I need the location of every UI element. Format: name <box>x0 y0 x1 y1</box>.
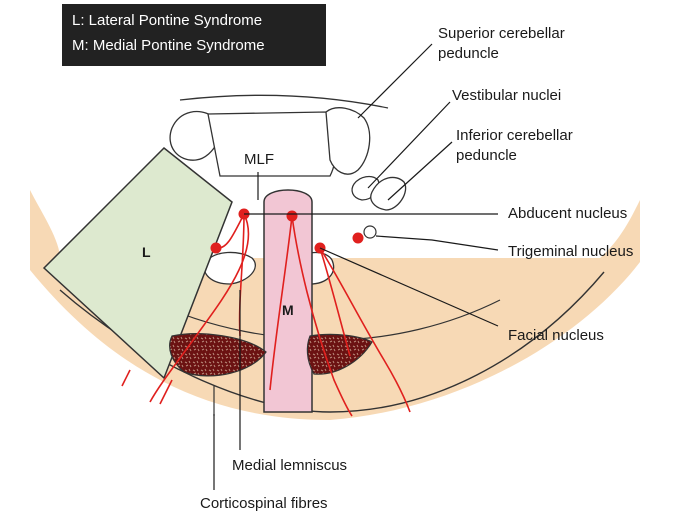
lateral-zone-letter: L <box>142 244 151 260</box>
label-superior-cerebellar-1: Superior cerebellar <box>438 24 565 43</box>
label-trigeminal: Trigeminal nucleus <box>508 242 633 261</box>
superior-cerebellar-peduncle <box>326 108 370 174</box>
abducent-nucleus-right <box>287 211 298 222</box>
trigeminal-nucleus <box>353 233 364 244</box>
label-medial-lemniscus: Medial lemniscus <box>232 456 347 475</box>
ventricle-roof-arc <box>180 95 388 108</box>
label-abducent: Abducent nucleus <box>508 204 627 223</box>
label-corticospinal: Corticospinal fibres <box>200 494 328 513</box>
label-mlf: MLF <box>244 150 274 169</box>
legend-lateral: L: Lateral Pontine Syndrome <box>72 12 262 29</box>
facial-nucleus-left <box>211 243 222 254</box>
label-inferior-cerebellar-1: Inferior cerebellar <box>456 126 573 145</box>
legend-medial: M: Medial Pontine Syndrome <box>72 37 265 54</box>
trigeminal-nucleus-ring <box>364 226 376 238</box>
label-vestibular: Vestibular nuclei <box>452 86 561 105</box>
label-superior-cerebellar-2: peduncle <box>438 44 499 63</box>
medial-zone-letter: M <box>282 302 294 318</box>
legend-box: L: Lateral Pontine Syndrome M: Medial Po… <box>62 4 326 66</box>
label-inferior-cerebellar-2: peduncle <box>456 146 517 165</box>
label-facial: Facial nucleus <box>508 326 604 345</box>
